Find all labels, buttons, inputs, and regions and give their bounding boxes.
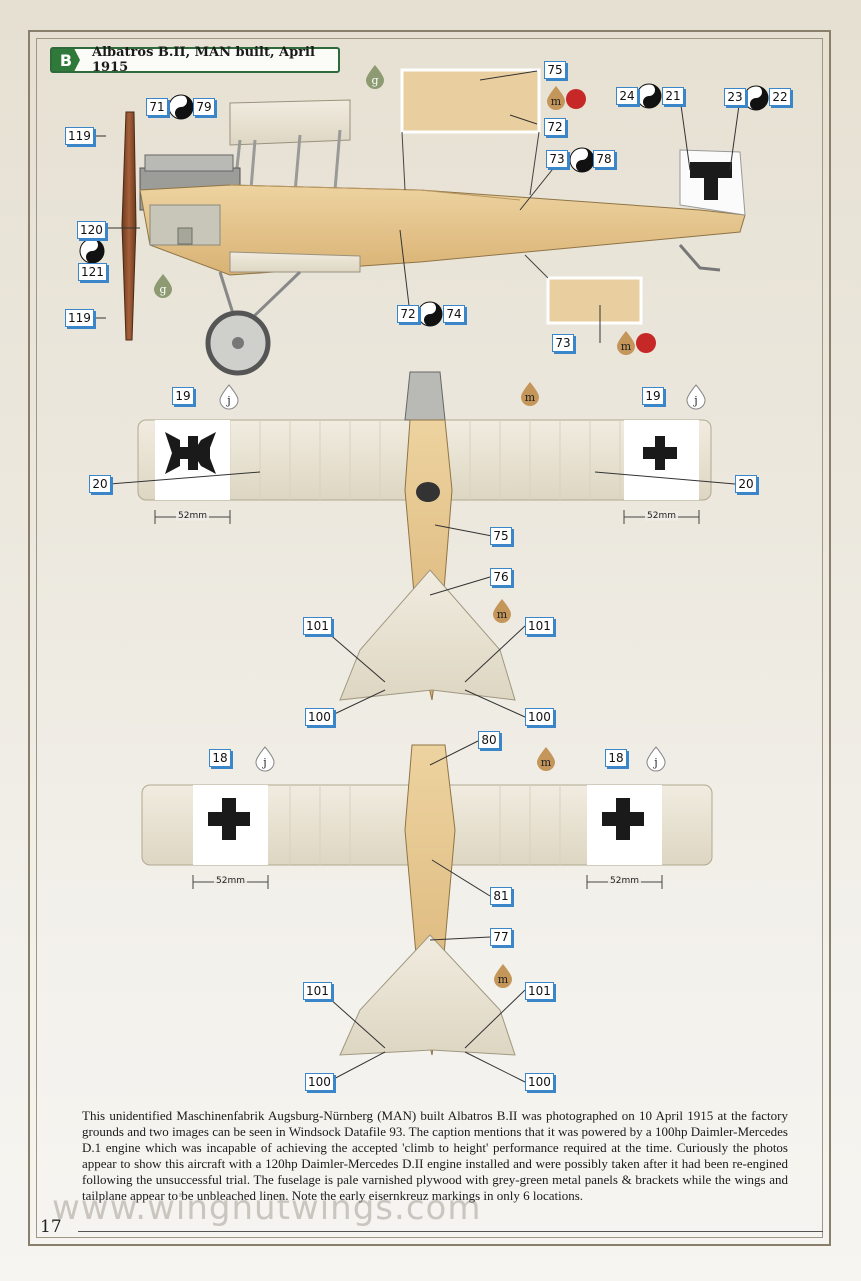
callout-label: 79 bbox=[193, 98, 215, 116]
side-lower-wing bbox=[229, 251, 361, 273]
description-text: This unidentified Maschinenfabrik Augsbu… bbox=[82, 1108, 788, 1203]
paint-code-j: j bbox=[692, 394, 697, 407]
dimension-label: 52mm bbox=[608, 876, 641, 886]
side-view bbox=[79, 68, 769, 376]
paint-code-j: j bbox=[261, 756, 266, 769]
callout-label: 75 bbox=[490, 527, 512, 545]
callout-label: 78 bbox=[593, 150, 615, 168]
callout-label: 73 bbox=[552, 334, 574, 352]
page-number: 17 bbox=[40, 1217, 62, 1237]
paint-code-m: m bbox=[551, 95, 562, 108]
callout-label: 80 bbox=[478, 731, 500, 749]
section-letter-badge: B bbox=[52, 49, 80, 71]
callout-label: 71 bbox=[146, 98, 168, 116]
callout-label: 101 bbox=[525, 982, 554, 1000]
callout-label: 20 bbox=[735, 475, 757, 493]
callout-label: 19 bbox=[642, 387, 664, 405]
callout-label: 22 bbox=[769, 88, 791, 106]
bottom-right-cross bbox=[602, 798, 644, 840]
dimension-label: 52mm bbox=[645, 511, 678, 521]
paint-code-m: m bbox=[498, 973, 509, 986]
callout-label: 20 bbox=[89, 475, 111, 493]
callout-label: 101 bbox=[525, 617, 554, 635]
top-left-cross bbox=[165, 432, 216, 474]
callout-label: 19 bbox=[172, 387, 194, 405]
dimension-label: 52mm bbox=[176, 511, 209, 521]
detail-box-bottom bbox=[546, 276, 643, 325]
side-roundels bbox=[79, 83, 769, 327]
callout-label: 100 bbox=[525, 1073, 554, 1091]
paint-code-m: m bbox=[621, 340, 632, 353]
side-upper-wing bbox=[229, 99, 351, 146]
paint-code-m: m bbox=[525, 391, 536, 404]
callout-label: 73 bbox=[546, 150, 568, 168]
top-view bbox=[109, 371, 736, 718]
section-title: Albatros B.II, MAN built, April 1915 bbox=[92, 45, 315, 75]
callout-label: 81 bbox=[490, 887, 512, 905]
page-frame-outer bbox=[28, 30, 831, 1246]
callout-label: 74 bbox=[443, 305, 465, 323]
top-leaders bbox=[109, 471, 736, 718]
dimension-label: 52mm bbox=[214, 876, 247, 886]
paint-code-g: g bbox=[159, 283, 166, 296]
callout-label: 119 bbox=[65, 309, 94, 327]
paint-code-j: j bbox=[652, 756, 657, 769]
website-watermark: www.wingnutwings.com bbox=[52, 1188, 482, 1228]
side-propeller bbox=[121, 111, 137, 341]
callout-label: 23 bbox=[724, 88, 746, 106]
callout-label: 21 bbox=[662, 87, 684, 105]
callout-label: 101 bbox=[303, 617, 332, 635]
callout-label: 100 bbox=[305, 1073, 334, 1091]
bottom-left-cross bbox=[208, 798, 250, 840]
paint-code-m: m bbox=[541, 756, 552, 769]
side-tail-cross bbox=[690, 162, 732, 200]
callout-label: 77 bbox=[490, 928, 512, 946]
callout-label: 72 bbox=[397, 305, 419, 323]
footer-rule bbox=[78, 1231, 823, 1232]
callout-label: 18 bbox=[605, 749, 627, 767]
paint-code-j: j bbox=[225, 394, 230, 407]
callout-label: 121 bbox=[78, 263, 107, 281]
callout-label: 100 bbox=[525, 708, 554, 726]
callout-label: 72 bbox=[544, 118, 566, 136]
callout-label: 100 bbox=[305, 708, 334, 726]
callout-label: 101 bbox=[303, 982, 332, 1000]
page-frame-inner bbox=[36, 38, 823, 1238]
callout-label: 119 bbox=[65, 127, 94, 145]
warning-icon bbox=[636, 333, 656, 353]
top-engine bbox=[404, 371, 446, 421]
top-right-cross bbox=[643, 436, 677, 470]
paint-code-m: m bbox=[497, 608, 508, 621]
section-title-bar: B Albatros B.II, MAN built, April 1915 bbox=[50, 45, 340, 75]
callout-label: 76 bbox=[490, 568, 512, 586]
bottom-view bbox=[141, 739, 713, 1083]
callout-label: 75 bbox=[544, 61, 566, 79]
callout-label: 120 bbox=[77, 221, 106, 239]
top-tailplane bbox=[339, 569, 516, 701]
paint-code-markers: g g m m m m m m j j j j bbox=[154, 65, 706, 988]
callout-label: 24 bbox=[616, 87, 638, 105]
detail-box-top bbox=[400, 68, 541, 134]
bottom-tailplane bbox=[339, 934, 516, 1056]
paint-code-g: g bbox=[371, 74, 378, 87]
side-leaders bbox=[90, 70, 741, 343]
warning-icon bbox=[566, 89, 586, 109]
callout-label: 18 bbox=[209, 749, 231, 767]
